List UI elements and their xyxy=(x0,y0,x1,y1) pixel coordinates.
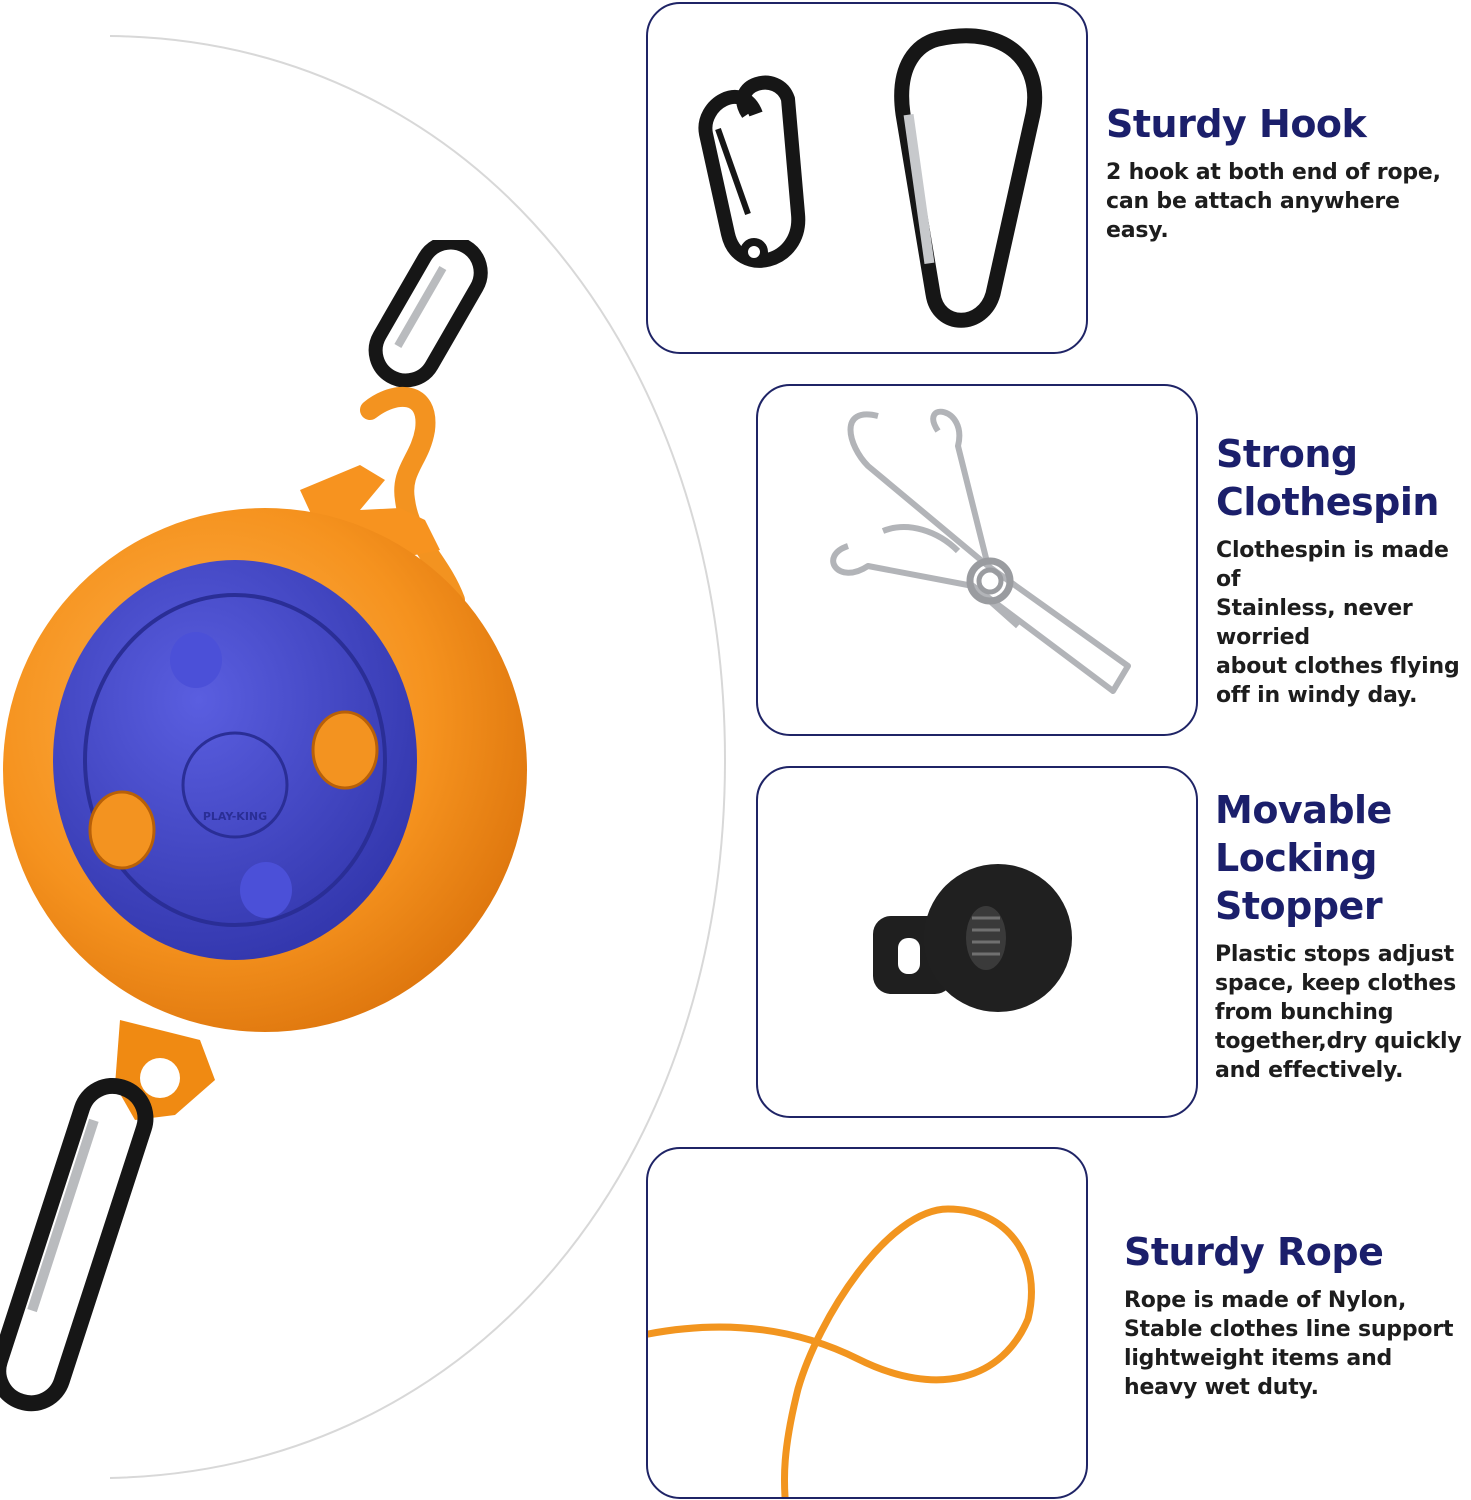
feature-title: Movable Locking Stopper xyxy=(1215,786,1470,930)
feature-title-line: Movable xyxy=(1215,788,1392,832)
feature-desc-line: about clothes flying xyxy=(1216,654,1460,679)
feature-hook: Sturdy Hook 2 hook at both end of rope, … xyxy=(1106,100,1466,245)
feature-desc-line: Clothespin is made of xyxy=(1216,538,1449,592)
feature-description: Plastic stops adjust space, keep clothes… xyxy=(1215,940,1470,1085)
feature-clothespin: Strong Clothespin Clothespin is made of … xyxy=(1216,430,1471,710)
feature-desc-line: lightweight items and xyxy=(1124,1346,1393,1371)
rope-icon xyxy=(648,1205,1035,1497)
hook-panel xyxy=(646,2,1088,354)
feature-title: Sturdy Rope xyxy=(1124,1228,1469,1276)
feature-desc-line: worried xyxy=(1216,625,1310,650)
rope-panel xyxy=(646,1147,1088,1499)
feature-desc-line: together,dry quickly xyxy=(1215,1029,1462,1054)
feature-desc-line: from bunching xyxy=(1215,1000,1394,1025)
clothespin-panel xyxy=(756,384,1198,736)
clothesline-reel-icon: PLAY-KING xyxy=(0,240,527,1412)
feature-desc-line: and effectively. xyxy=(1215,1058,1404,1083)
feature-desc-line: heavy wet duty. xyxy=(1124,1375,1319,1400)
feature-title-line: Strong xyxy=(1216,432,1358,476)
feature-desc-line: space, keep clothes xyxy=(1215,971,1457,996)
feature-rope: Sturdy Rope Rope is made of Nylon, Stabl… xyxy=(1124,1228,1469,1402)
carabiner-large-icon xyxy=(894,28,1043,328)
feature-desc-line: 2 hook at both end of rope, xyxy=(1106,160,1441,185)
carabiner-small-icon xyxy=(698,75,806,268)
feature-title-line: Locking xyxy=(1215,836,1377,880)
reel-logo-text: PLAY-KING xyxy=(203,810,267,823)
feature-title-line: Sturdy Rope xyxy=(1124,1230,1384,1274)
feature-desc-line: Stainless, never xyxy=(1216,596,1413,621)
feature-desc-line: off in windy day. xyxy=(1216,683,1418,708)
feature-desc-line: Stable clothes line support xyxy=(1124,1317,1454,1342)
feature-stopper: Movable Locking Stopper Plastic stops ad… xyxy=(1215,786,1470,1085)
feature-title-line: Stopper xyxy=(1215,884,1383,928)
feature-description: Rope is made of Nylon, Stable clothes li… xyxy=(1124,1286,1469,1402)
cord-stopper-icon xyxy=(873,864,1072,1012)
feature-desc-line: easy. xyxy=(1106,218,1169,243)
feature-title: Strong Clothespin xyxy=(1216,430,1471,526)
feature-desc-line: Rope is made of Nylon, xyxy=(1124,1288,1407,1313)
feature-desc-line: can be attach anywhere xyxy=(1106,189,1400,214)
feature-title-line: Clothespin xyxy=(1216,480,1439,524)
bottom-carabiner xyxy=(0,1077,154,1412)
feature-desc-line: Plastic stops adjust xyxy=(1215,942,1454,967)
top-carabiner xyxy=(368,240,488,388)
feature-title: Sturdy Hook xyxy=(1106,100,1466,148)
stopper-panel xyxy=(756,766,1198,1118)
feature-description: 2 hook at both end of rope, can be attac… xyxy=(1106,158,1466,245)
feature-description: Clothespin is made of Stainless, never w… xyxy=(1216,536,1471,710)
feature-title-line: Sturdy Hook xyxy=(1106,102,1367,146)
clothespin-icon xyxy=(830,408,1131,694)
